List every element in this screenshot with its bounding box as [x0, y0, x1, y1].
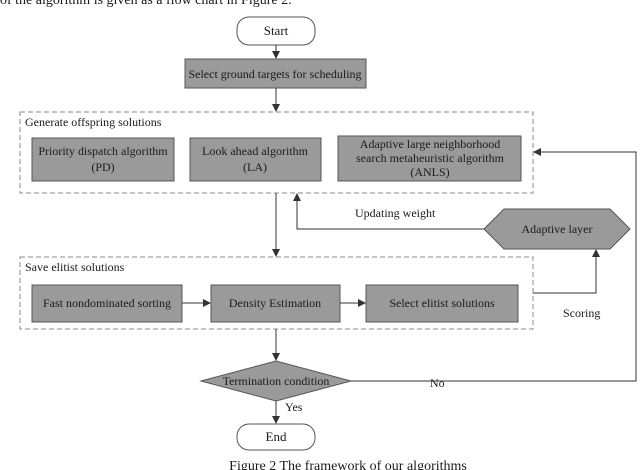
anls-label-line1: Adaptive large neighborhood	[360, 137, 500, 151]
fast-sorting-box	[31, 284, 183, 323]
anls-label-line3: (ANLS)	[410, 165, 449, 179]
save-elitist-title: Save elitist solutions	[25, 260, 125, 274]
adaptive-layer-label: Adaptive layer	[522, 222, 593, 236]
start-label: Start	[264, 23, 289, 38]
end-terminal	[236, 423, 316, 451]
la-label-line1: Look ahead algorithm	[202, 144, 309, 158]
generate-offspring-title: Generate offspring solutions	[25, 115, 162, 129]
select-elitist-label: Select elitist solutions	[389, 296, 495, 310]
anls-box	[337, 135, 522, 182]
updating-weight-connector	[293, 193, 484, 230]
scoring-connector	[533, 249, 600, 294]
end-label: End	[266, 429, 287, 444]
updating-weight-label: Updating weight	[355, 206, 436, 220]
select-targets-box	[184, 58, 367, 89]
pd-label-line1: Priority dispatch algorithm	[38, 144, 168, 158]
termination-label: Termination condition	[223, 374, 330, 388]
no-loop-connector	[351, 148, 637, 382]
anls-label-line2: search metaheuristic algorithm	[356, 151, 505, 165]
figure-caption: Figure 2 The framework of our algorithms	[229, 459, 467, 470]
top-caption: of the algorithm is given as a flow char…	[0, 0, 292, 8]
yes-label: Yes	[285, 400, 303, 414]
pd-label-line2: (PD)	[91, 160, 114, 174]
density-label: Density Estimation	[229, 296, 321, 310]
select-targets-label: Select ground targets for scheduling	[188, 67, 361, 81]
la-label-line2: (LA)	[243, 160, 267, 174]
pd-box	[31, 137, 175, 182]
fast-sorting-label: Fast nondominated sorting	[43, 296, 171, 310]
la-box	[189, 137, 322, 182]
scoring-label: Scoring	[563, 306, 600, 320]
no-label: No	[430, 376, 445, 390]
adaptive-layer-hexagon	[483, 208, 631, 250]
density-box	[210, 284, 341, 323]
select-elitist-box	[365, 284, 519, 323]
